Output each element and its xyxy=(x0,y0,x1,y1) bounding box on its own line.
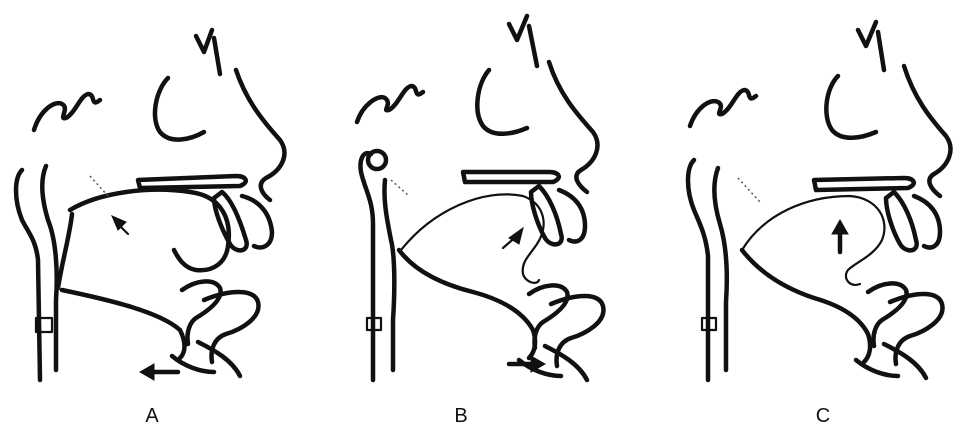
pharynx-inner xyxy=(384,180,394,370)
velum-bulb xyxy=(368,151,386,169)
tongue-arrowhead xyxy=(112,216,126,230)
hard-palate xyxy=(138,176,246,188)
panel-c-label: C xyxy=(816,405,830,428)
nasal-cavity-outline xyxy=(826,76,876,138)
mandible-outline xyxy=(58,214,185,358)
eye-mark xyxy=(858,22,884,70)
face-profile xyxy=(904,66,950,196)
lower-teeth xyxy=(182,281,221,344)
velum-dotted xyxy=(90,176,108,196)
velum-dotted xyxy=(738,178,760,202)
chin-outline xyxy=(172,342,240,376)
eye-mark xyxy=(196,30,220,74)
pharynx-wall xyxy=(16,170,40,380)
panel-a: A xyxy=(0,0,323,435)
lower-teeth xyxy=(868,283,907,346)
pharynx-inner xyxy=(42,166,56,370)
pharynx-wall xyxy=(688,160,708,380)
hard-palate xyxy=(463,172,559,182)
panel-a-label: A xyxy=(145,405,158,428)
brow-outline xyxy=(690,90,756,126)
upper-teeth xyxy=(531,186,562,244)
panel-b-label: B xyxy=(454,405,467,428)
pharynx-wall xyxy=(360,153,373,380)
velum-dotted xyxy=(391,180,409,196)
pharynx-inner xyxy=(714,168,726,370)
panel-b-drawing xyxy=(323,0,646,400)
eye-mark xyxy=(509,16,537,66)
tongue-arrowhead xyxy=(832,220,848,234)
upper-teeth xyxy=(886,192,917,250)
nasal-cavity-outline xyxy=(477,70,527,134)
lower-teeth xyxy=(529,285,568,348)
tongue-body xyxy=(70,190,229,271)
mandible-outline xyxy=(399,250,535,358)
brow-outline xyxy=(357,86,423,122)
face-profile xyxy=(236,70,284,200)
jaw-motion-arrowhead xyxy=(140,364,154,380)
panel-c: C xyxy=(646,0,969,435)
panel-a-drawing xyxy=(0,0,323,400)
hard-palate xyxy=(814,178,914,190)
panel-c-drawing xyxy=(646,0,969,400)
brow-outline xyxy=(34,94,100,130)
nasal-cavity-outline xyxy=(155,78,204,140)
panel-b: B xyxy=(323,0,646,435)
